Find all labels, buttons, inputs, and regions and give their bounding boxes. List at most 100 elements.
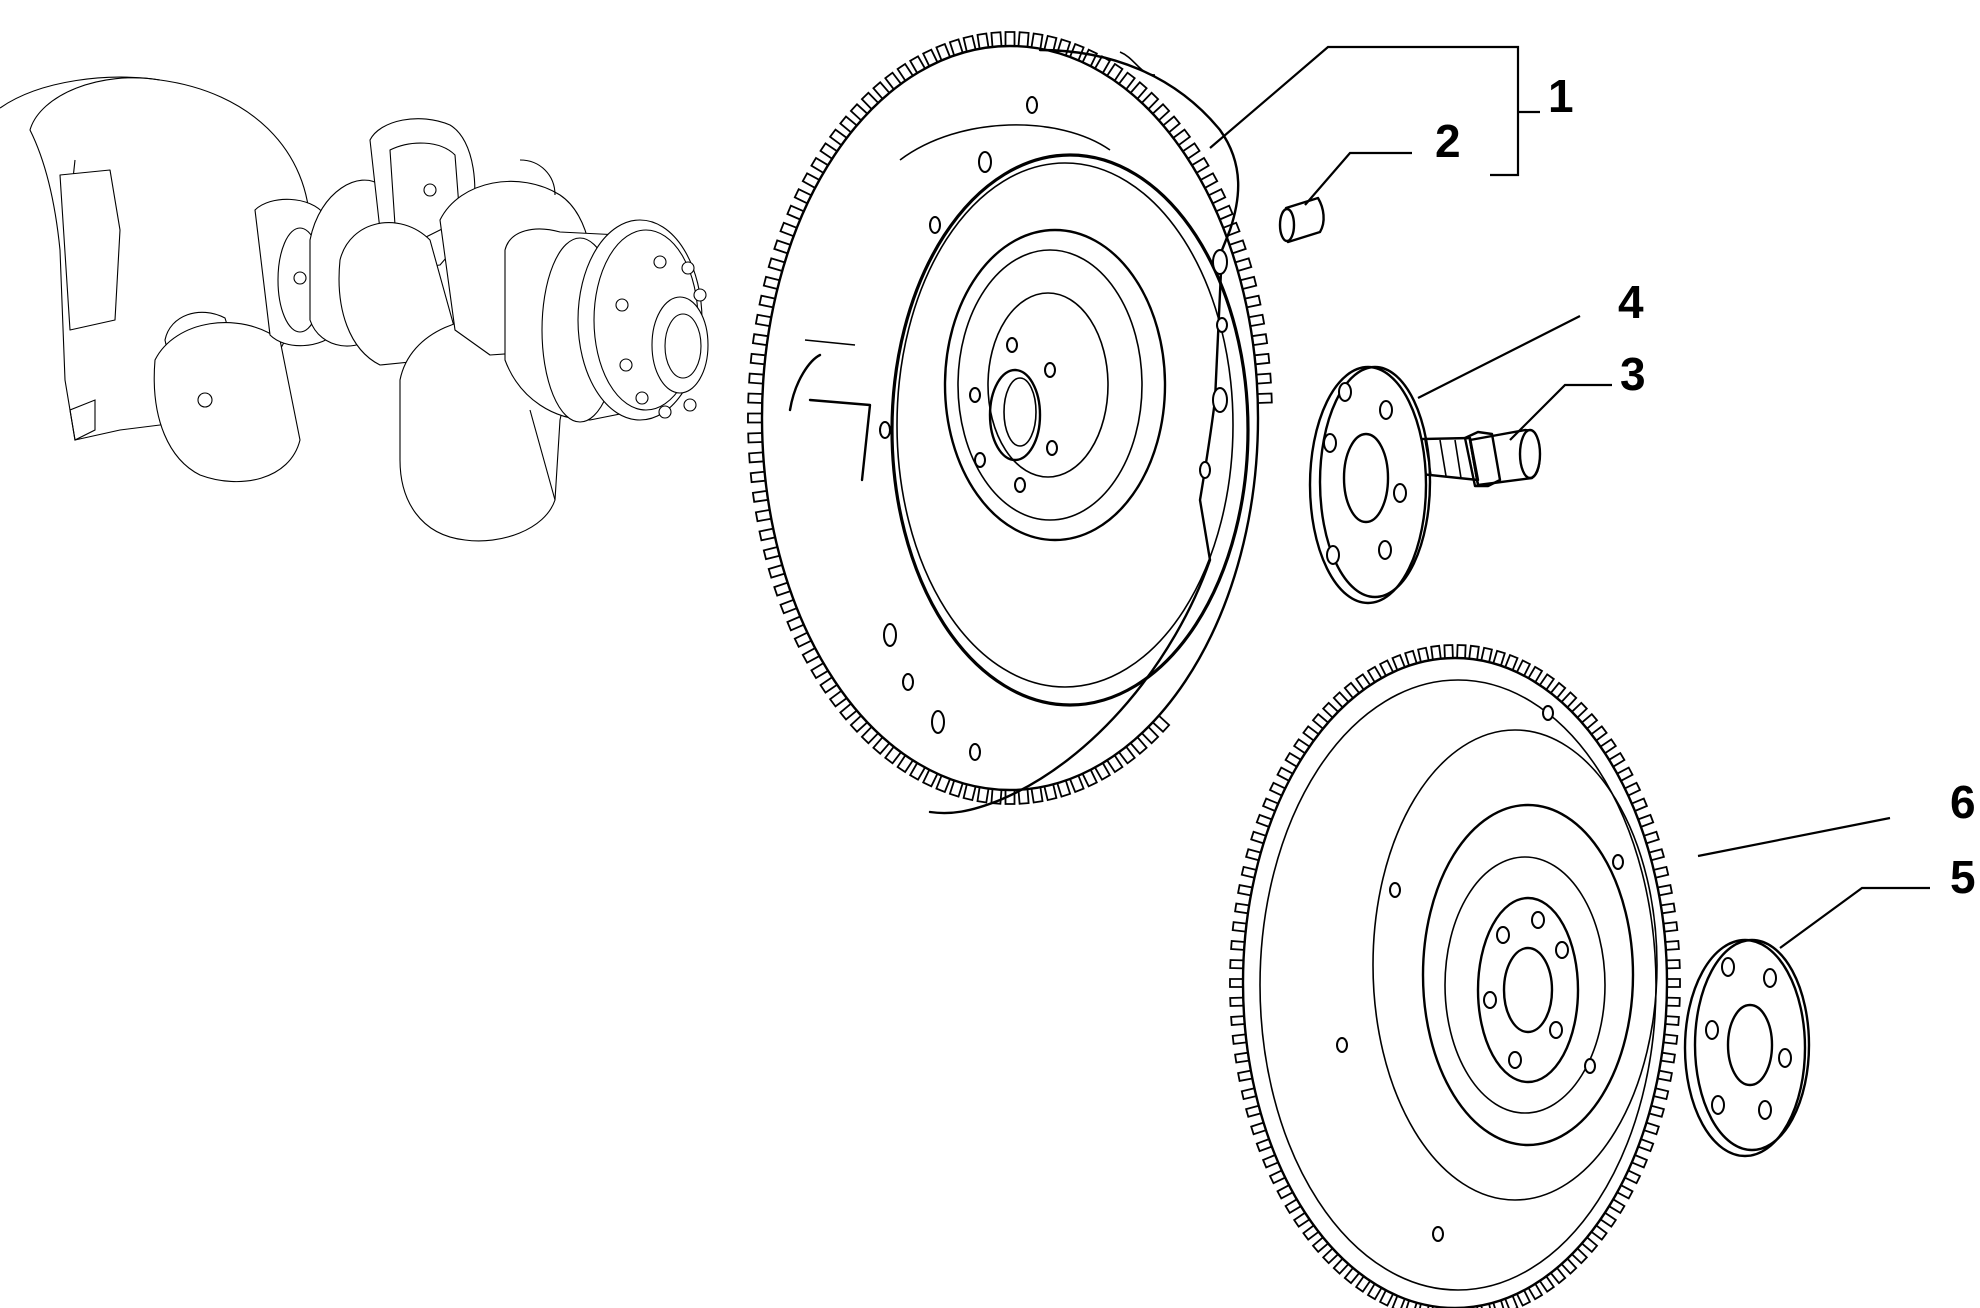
gear-tooth [1229, 978, 1243, 988]
gear-tooth [747, 412, 762, 424]
flywheel-washer-plate-lower [1683, 938, 1811, 1158]
gear-tooth [1230, 1015, 1245, 1026]
gear-tooth [1231, 1033, 1247, 1045]
gear-tooth [1660, 1051, 1676, 1064]
leader-4 [1417, 315, 1581, 399]
flywheel-lower-ring-gear-teeth [1229, 644, 1681, 1308]
gear-tooth [779, 598, 798, 615]
gear-tooth [1255, 813, 1273, 828]
flywheel-upper-pressure-plate-holes [879, 96, 1228, 761]
gear-tooth [1631, 1154, 1649, 1169]
gear-tooth [1284, 1198, 1302, 1215]
gear-tooth [810, 156, 829, 174]
gear-tooth [1492, 649, 1506, 666]
gear-tooth [1600, 738, 1618, 755]
gear-tooth [1254, 352, 1271, 366]
gear-tooth [779, 221, 798, 238]
gear-tooth [1516, 659, 1532, 677]
dowel-pin [1278, 196, 1325, 244]
gear-tooth [1256, 372, 1272, 385]
gear-tooth [801, 172, 820, 189]
gear-tooth [872, 81, 891, 100]
gear-tooth [1235, 257, 1253, 272]
callout-2: 2 [1435, 115, 1461, 167]
gear-tooth [1292, 738, 1310, 755]
gear-tooth [1378, 659, 1394, 677]
gear-tooth [1560, 1257, 1578, 1275]
gear-tooth [1660, 902, 1676, 915]
gear-tooth [1152, 103, 1171, 122]
gear-tooth [1321, 1247, 1339, 1265]
flywheel-lower-outer-holes [1336, 705, 1624, 1242]
gear-tooth [1571, 701, 1589, 719]
gear-tooth [801, 647, 820, 664]
gear-tooth [793, 631, 812, 649]
gear-tooth [1234, 1051, 1250, 1064]
gear-tooth [860, 726, 879, 745]
gear-tooth [828, 690, 848, 708]
gear-tooth [935, 42, 951, 61]
gear-tooth [1261, 1154, 1279, 1169]
gear-tooth [1162, 115, 1181, 134]
gear-tooth [1648, 848, 1666, 862]
gear-tooth [1229, 959, 1244, 970]
gear-tooth [1665, 940, 1680, 951]
gear-tooth [1637, 813, 1655, 828]
gear-tooth [1332, 1257, 1350, 1275]
gear-tooth [749, 352, 766, 366]
gear-tooth [1234, 902, 1250, 915]
gear-tooth [767, 257, 785, 272]
gear-tooth [754, 509, 772, 523]
callout-6: 6 [1950, 776, 1976, 828]
gear-tooth [754, 313, 772, 327]
gear-tooth [1106, 754, 1124, 774]
gear-tooth [1094, 762, 1112, 781]
gear-tooth [1231, 921, 1247, 933]
gear-tooth [1539, 1275, 1556, 1293]
gear-tooth [747, 432, 763, 444]
gear-tooth [1657, 1069, 1673, 1082]
gear-tooth [1248, 313, 1266, 327]
gear-tooth [921, 48, 939, 67]
gear-tooth [1081, 769, 1099, 788]
gear-tooth [1056, 780, 1072, 798]
gear-tooth [1230, 940, 1245, 951]
gear-tooth [747, 392, 763, 404]
gear-tooth [1608, 751, 1626, 768]
gear-tooth [1391, 653, 1406, 671]
gear-tooth [751, 333, 769, 346]
gear-tooth [1237, 884, 1253, 897]
gear-tooth [1643, 1121, 1660, 1136]
gear-tooth [1321, 701, 1339, 719]
gear-tooth [884, 71, 902, 90]
gear-tooth [1268, 1169, 1286, 1185]
gear-tooth [748, 451, 764, 464]
gear-tooth [1311, 712, 1329, 730]
gear-tooth [1141, 91, 1160, 110]
gear-tooth [1648, 1104, 1666, 1118]
crankshaft [0, 76, 709, 542]
gear-tooth [1237, 1069, 1253, 1082]
gear-tooth [1653, 865, 1670, 879]
gear-tooth [1017, 31, 1030, 47]
gear-tooth [1172, 128, 1192, 146]
gear-tooth [1255, 1138, 1273, 1153]
gear-tooth [1200, 172, 1219, 189]
gear-tooth [1043, 34, 1058, 52]
gear-tooth [1311, 1236, 1329, 1254]
gear-tooth [1366, 1283, 1383, 1301]
gear-tooth [884, 746, 902, 765]
gear-tooth [1081, 48, 1099, 67]
flywheel-washer-plate-upper [1308, 365, 1432, 605]
gear-tooth [749, 470, 766, 484]
gear-tooth [921, 769, 939, 788]
gear-tooth [1208, 187, 1227, 205]
gear-tooth [1666, 996, 1681, 1007]
gear-tooth [1043, 784, 1058, 802]
gear-tooth [1240, 865, 1257, 879]
gear-tooth [1118, 746, 1136, 765]
gear-tooth [1667, 978, 1681, 988]
gear-tooth [758, 294, 776, 309]
gear-tooth [1332, 691, 1350, 709]
gear-tooth [1343, 1267, 1360, 1285]
